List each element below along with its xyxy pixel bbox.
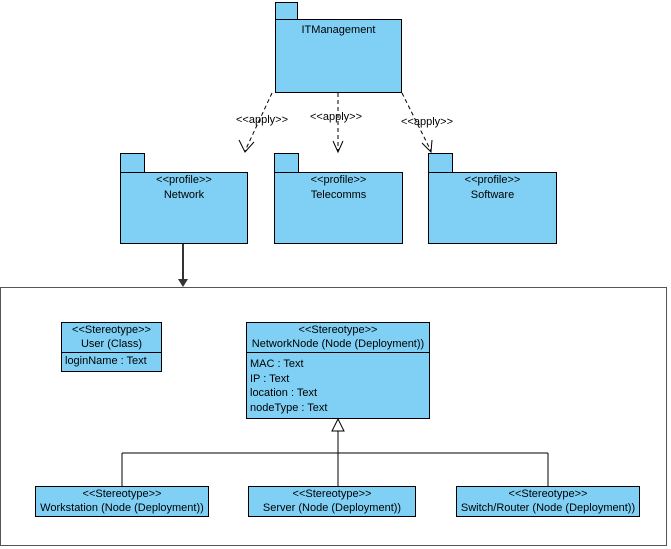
stereotype-workstation[interactable]: <<Stereotype>> Workstation (Node (Deploy… (35, 486, 209, 517)
stereotype-name-switch-router: Switch/Router (Node (Deployment)) (460, 502, 636, 514)
package-name-telecomms: Telecomms (310, 189, 367, 201)
apply-arrowhead-software (421, 139, 433, 154)
stereotype-switch-router[interactable]: <<Stereotype>> Switch/Router (Node (Depl… (456, 486, 640, 517)
package-tab-network (120, 153, 145, 173)
attribute-ip: IP : Text (250, 372, 290, 385)
stereotype-label-networknode: <<Stereotype>> (298, 324, 378, 336)
package-tab-itmanagement (275, 2, 298, 20)
apply-label-software: <<apply>> (401, 116, 453, 128)
stereotype-label-user: <<Stereotype>> (72, 324, 151, 336)
apply-arrowhead-network (238, 139, 255, 153)
package-name-itmanagement: ITManagement (301, 24, 376, 36)
package-name-network: Network (163, 189, 205, 201)
generalization-arrowhead (331, 417, 345, 432)
package-telecomms[interactable]: <<profile>> Telecomms (274, 172, 403, 244)
stereotype-label-switch-router: <<Stereotype>> (508, 488, 588, 500)
attribute-nodetype: nodeType : Text (250, 401, 328, 414)
apply-dependency-software (401, 92, 432, 152)
package-stereotype-software: <<profile>> (464, 174, 521, 186)
package-tab-telecomms (274, 153, 299, 173)
apply-arrowhead-telecomms (332, 140, 344, 154)
package-network[interactable]: <<profile>> Network (120, 172, 248, 244)
stereotype-user[interactable]: <<Stereotype>> User (Class) loginName : … (61, 322, 162, 372)
expand-arrowhead (178, 279, 188, 287)
attribute-loginname: loginName : Text (65, 355, 147, 367)
apply-label-network: <<apply>> (236, 114, 288, 126)
stereotype-name-user: User (Class) (80, 338, 143, 350)
package-stereotype-network: <<profile>> (156, 174, 212, 186)
stereotype-name-server: Server (Node (Deployment)) (262, 502, 402, 514)
profile-detail-frame (0, 287, 667, 546)
apply-label-telecomms: <<apply>> (310, 111, 362, 123)
attribute-mac: MAC : Text (250, 358, 304, 370)
package-itmanagement[interactable]: ITManagement (275, 19, 402, 93)
stereotype-name-networknode: NetworkNode (Node (Deployment)) (251, 338, 425, 350)
stereotype-name-workstation: Workstation (Node (Deployment)) (40, 502, 204, 514)
stereotype-label-workstation: <<Stereotype>> (82, 488, 162, 500)
attribute-location: location : Text (250, 387, 318, 399)
stereotype-label-server: <<Stereotype>> (292, 488, 372, 500)
apply-dependency-network (244, 92, 273, 152)
package-tab-software (428, 153, 453, 173)
package-stereotype-telecomms: <<profile>> (310, 174, 367, 186)
stereotype-server[interactable]: <<Stereotype>> Server (Node (Deployment)… (248, 486, 416, 517)
stereotype-networknode[interactable]: <<Stereotype>> NetworkNode (Node (Deploy… (246, 322, 430, 419)
package-name-software: Software (470, 189, 515, 201)
package-software[interactable]: <<profile>> Software (428, 172, 557, 244)
